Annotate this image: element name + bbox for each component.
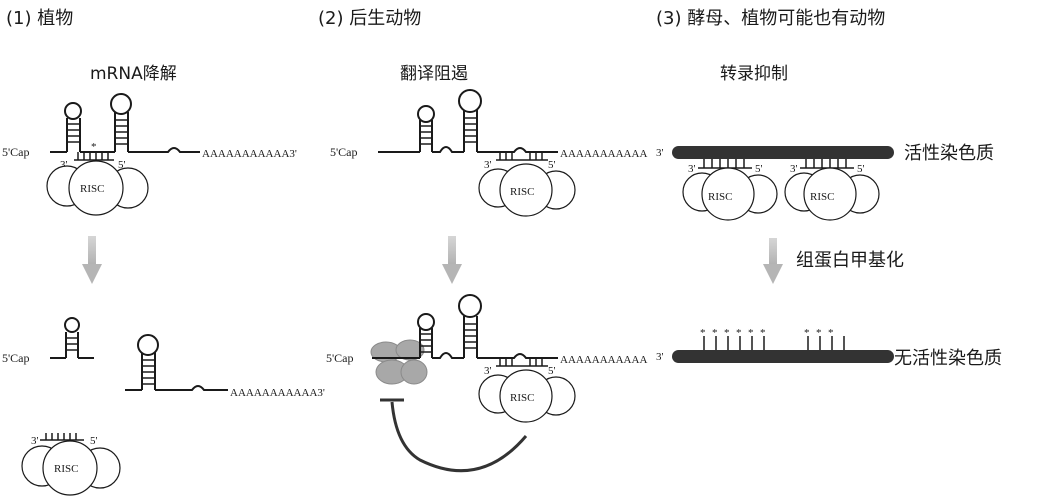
panel1-hairpin-rungs xyxy=(67,119,128,161)
panel3-risc-left xyxy=(682,167,778,221)
panel3-process-title: 转录抑制 xyxy=(720,64,788,84)
svg-text:*: * xyxy=(724,327,730,339)
panel1-fragment-rungs xyxy=(66,337,155,385)
panel1-risc-complex xyxy=(46,160,149,216)
panel3-sirna-left xyxy=(698,159,752,169)
panel1-released-end3: 3' xyxy=(31,435,39,447)
panel2-mrna-bottom xyxy=(372,294,558,359)
inactive-chromatin-label: 无活性染色质 xyxy=(894,348,1002,369)
panel2-end3: 3' xyxy=(484,159,492,171)
panel3-left-end5: 5' xyxy=(755,163,763,175)
svg-text:*: * xyxy=(760,327,766,339)
panel2-risc-complex xyxy=(478,163,576,217)
panel1-end5: 5' xyxy=(118,159,126,171)
panel1-fragment-cap: 5'Cap xyxy=(2,351,30,365)
svg-text:*: * xyxy=(816,327,822,339)
panel3-right-end3: 3' xyxy=(790,163,798,175)
panel2-bottom-cap: 5'Cap xyxy=(326,351,354,365)
panel2-bottom-end3: 3' xyxy=(484,365,492,377)
panel2-down-arrow xyxy=(442,236,462,284)
panel1-polya: AAAAAAAAAAA3' xyxy=(202,148,297,160)
panel1-released-risc-label: RISC xyxy=(54,463,78,475)
panel3-end3-top: 3' xyxy=(656,147,664,159)
panel2-process-title: 翻译阻遏 xyxy=(400,64,468,84)
panel2-polya: AAAAAAAAAAA xyxy=(560,148,647,160)
panel3-left-end3: 3' xyxy=(688,163,696,175)
svg-text:*: * xyxy=(828,327,834,339)
panel1-process-title: mRNA降解 xyxy=(90,64,177,84)
panel2-bottom-end5: 5' xyxy=(548,365,556,377)
panel3-risc-right-label: RISC xyxy=(810,191,834,203)
panel2-end5: 5' xyxy=(548,159,556,171)
methylation-marks xyxy=(703,336,845,350)
histone-methylation-label: 组蛋白甲基化 xyxy=(796,250,904,271)
panel3-heading: (3) 酵母、植物可能也有动物 xyxy=(656,8,885,29)
panel1-released-risc xyxy=(21,440,121,496)
panel2-heading: (2) 后生动物 xyxy=(318,8,421,29)
panel1-fragments xyxy=(50,317,228,391)
svg-text:*: * xyxy=(700,327,706,339)
panel2-hairpin-rungs xyxy=(420,117,548,161)
panel1-fragment-polya: AAAAAAAAAAA3' xyxy=(230,387,325,399)
panel1-risc-label: RISC xyxy=(80,183,104,195)
panel1-cap-label: 5'Cap xyxy=(2,145,30,159)
panel3-risc-right xyxy=(784,167,880,221)
cleavage-star: * xyxy=(91,141,97,153)
panel3-end3-bottom: 3' xyxy=(656,351,664,363)
panel2-risc-label: RISC xyxy=(510,186,534,198)
panel1-down-arrow xyxy=(82,236,102,284)
active-chromatin-label: 活性染色质 xyxy=(904,143,994,164)
svg-text:*: * xyxy=(736,327,742,339)
panel2-bottom-polya: AAAAAAAAAAA xyxy=(560,354,647,366)
svg-text:*: * xyxy=(804,327,810,339)
panel2-bottom-risc xyxy=(478,369,576,423)
inactive-chromatin-bar xyxy=(672,350,894,363)
active-chromatin-bar xyxy=(672,146,894,159)
panel3-sirna-right xyxy=(800,159,854,169)
panel2-bottom-rungs xyxy=(420,323,548,367)
panel1-released-end5: 5' xyxy=(90,435,98,447)
methylation-stars: * * * * * * * * * xyxy=(700,327,834,339)
panel3-right-end5: 5' xyxy=(857,163,865,175)
panel2-cap-label: 5'Cap xyxy=(330,145,358,159)
panel1-released-sirna xyxy=(40,433,84,441)
panel2-mrna-top xyxy=(378,89,558,153)
panel2-bottom-risc-label: RISC xyxy=(510,392,534,404)
svg-text:*: * xyxy=(748,327,754,339)
panel3-down-arrow xyxy=(763,238,783,284)
panel2-inhibition-arc xyxy=(380,398,528,473)
panel3-risc-left-label: RISC xyxy=(708,191,732,203)
panel2-ribosome xyxy=(370,339,428,385)
panel1-heading: (1) 植物 xyxy=(6,8,73,29)
svg-text:*: * xyxy=(712,327,718,339)
panel1-end3: 3' xyxy=(60,159,68,171)
